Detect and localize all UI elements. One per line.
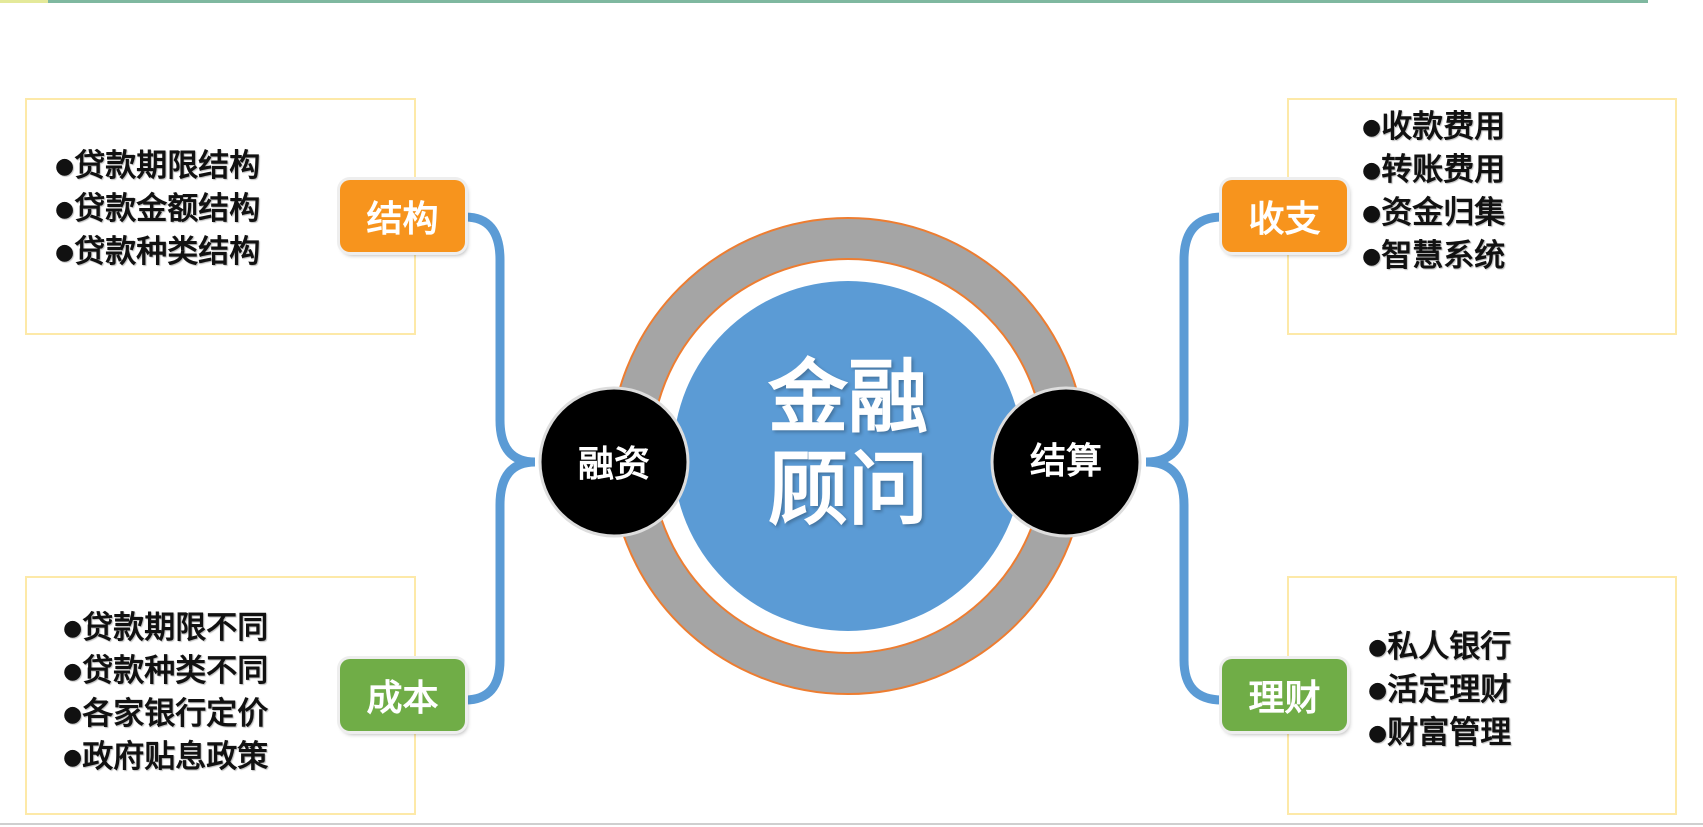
wealth-list: 私人银行 活定理财 财富管理 bbox=[1368, 626, 1511, 755]
list-item: 收款费用 bbox=[1362, 106, 1505, 149]
payments-tag: 收支 bbox=[1222, 180, 1347, 252]
left-bracket-connector bbox=[464, 212, 536, 705]
bottom-rule-line bbox=[0, 823, 1703, 825]
cost-list: 贷款期限不同 贷款种类不同 各家银行定价 政府贴息政策 bbox=[63, 607, 268, 779]
list-item: 贷款种类不同 bbox=[63, 650, 268, 693]
center-title-line2: 顾问 bbox=[768, 443, 928, 536]
top-accent-line bbox=[0, 0, 48, 3]
settlement-node-label: 结算 bbox=[1029, 441, 1102, 482]
structure-list: 贷款期限结构 贷款金额结构 贷款种类结构 bbox=[55, 145, 260, 274]
list-item: 转账费用 bbox=[1362, 149, 1505, 192]
list-item: 贷款金额结构 bbox=[55, 188, 260, 231]
list-item: 贷款期限结构 bbox=[55, 145, 260, 188]
settlement-node-circle bbox=[990, 386, 1142, 538]
list-item: 资金归集 bbox=[1362, 192, 1505, 235]
list-item: 各家银行定价 bbox=[63, 693, 268, 736]
structure-tag: 结构 bbox=[340, 180, 465, 252]
list-item: 私人银行 bbox=[1368, 626, 1511, 669]
right-bracket-connector bbox=[1145, 212, 1223, 705]
center-title-line1: 金融 bbox=[768, 351, 928, 444]
center-blue-circle bbox=[673, 281, 1023, 631]
financing-node-circle bbox=[538, 386, 690, 538]
payments-list: 收款费用 转账费用 资金归集 智慧系统 bbox=[1362, 106, 1505, 278]
financing-node-label: 融资 bbox=[577, 444, 650, 485]
list-item: 贷款期限不同 bbox=[63, 607, 268, 650]
list-item: 政府贴息政策 bbox=[63, 736, 268, 779]
list-item: 活定理财 bbox=[1368, 669, 1511, 712]
top-rule-line bbox=[48, 0, 1648, 3]
cost-tag: 成本 bbox=[340, 659, 465, 731]
list-item: 智慧系统 bbox=[1362, 235, 1505, 278]
list-item: 贷款种类结构 bbox=[55, 231, 260, 274]
center-title: 金融 顾问 bbox=[748, 352, 948, 536]
wealth-tag: 理财 bbox=[1222, 659, 1347, 731]
list-item: 财富管理 bbox=[1368, 712, 1511, 755]
